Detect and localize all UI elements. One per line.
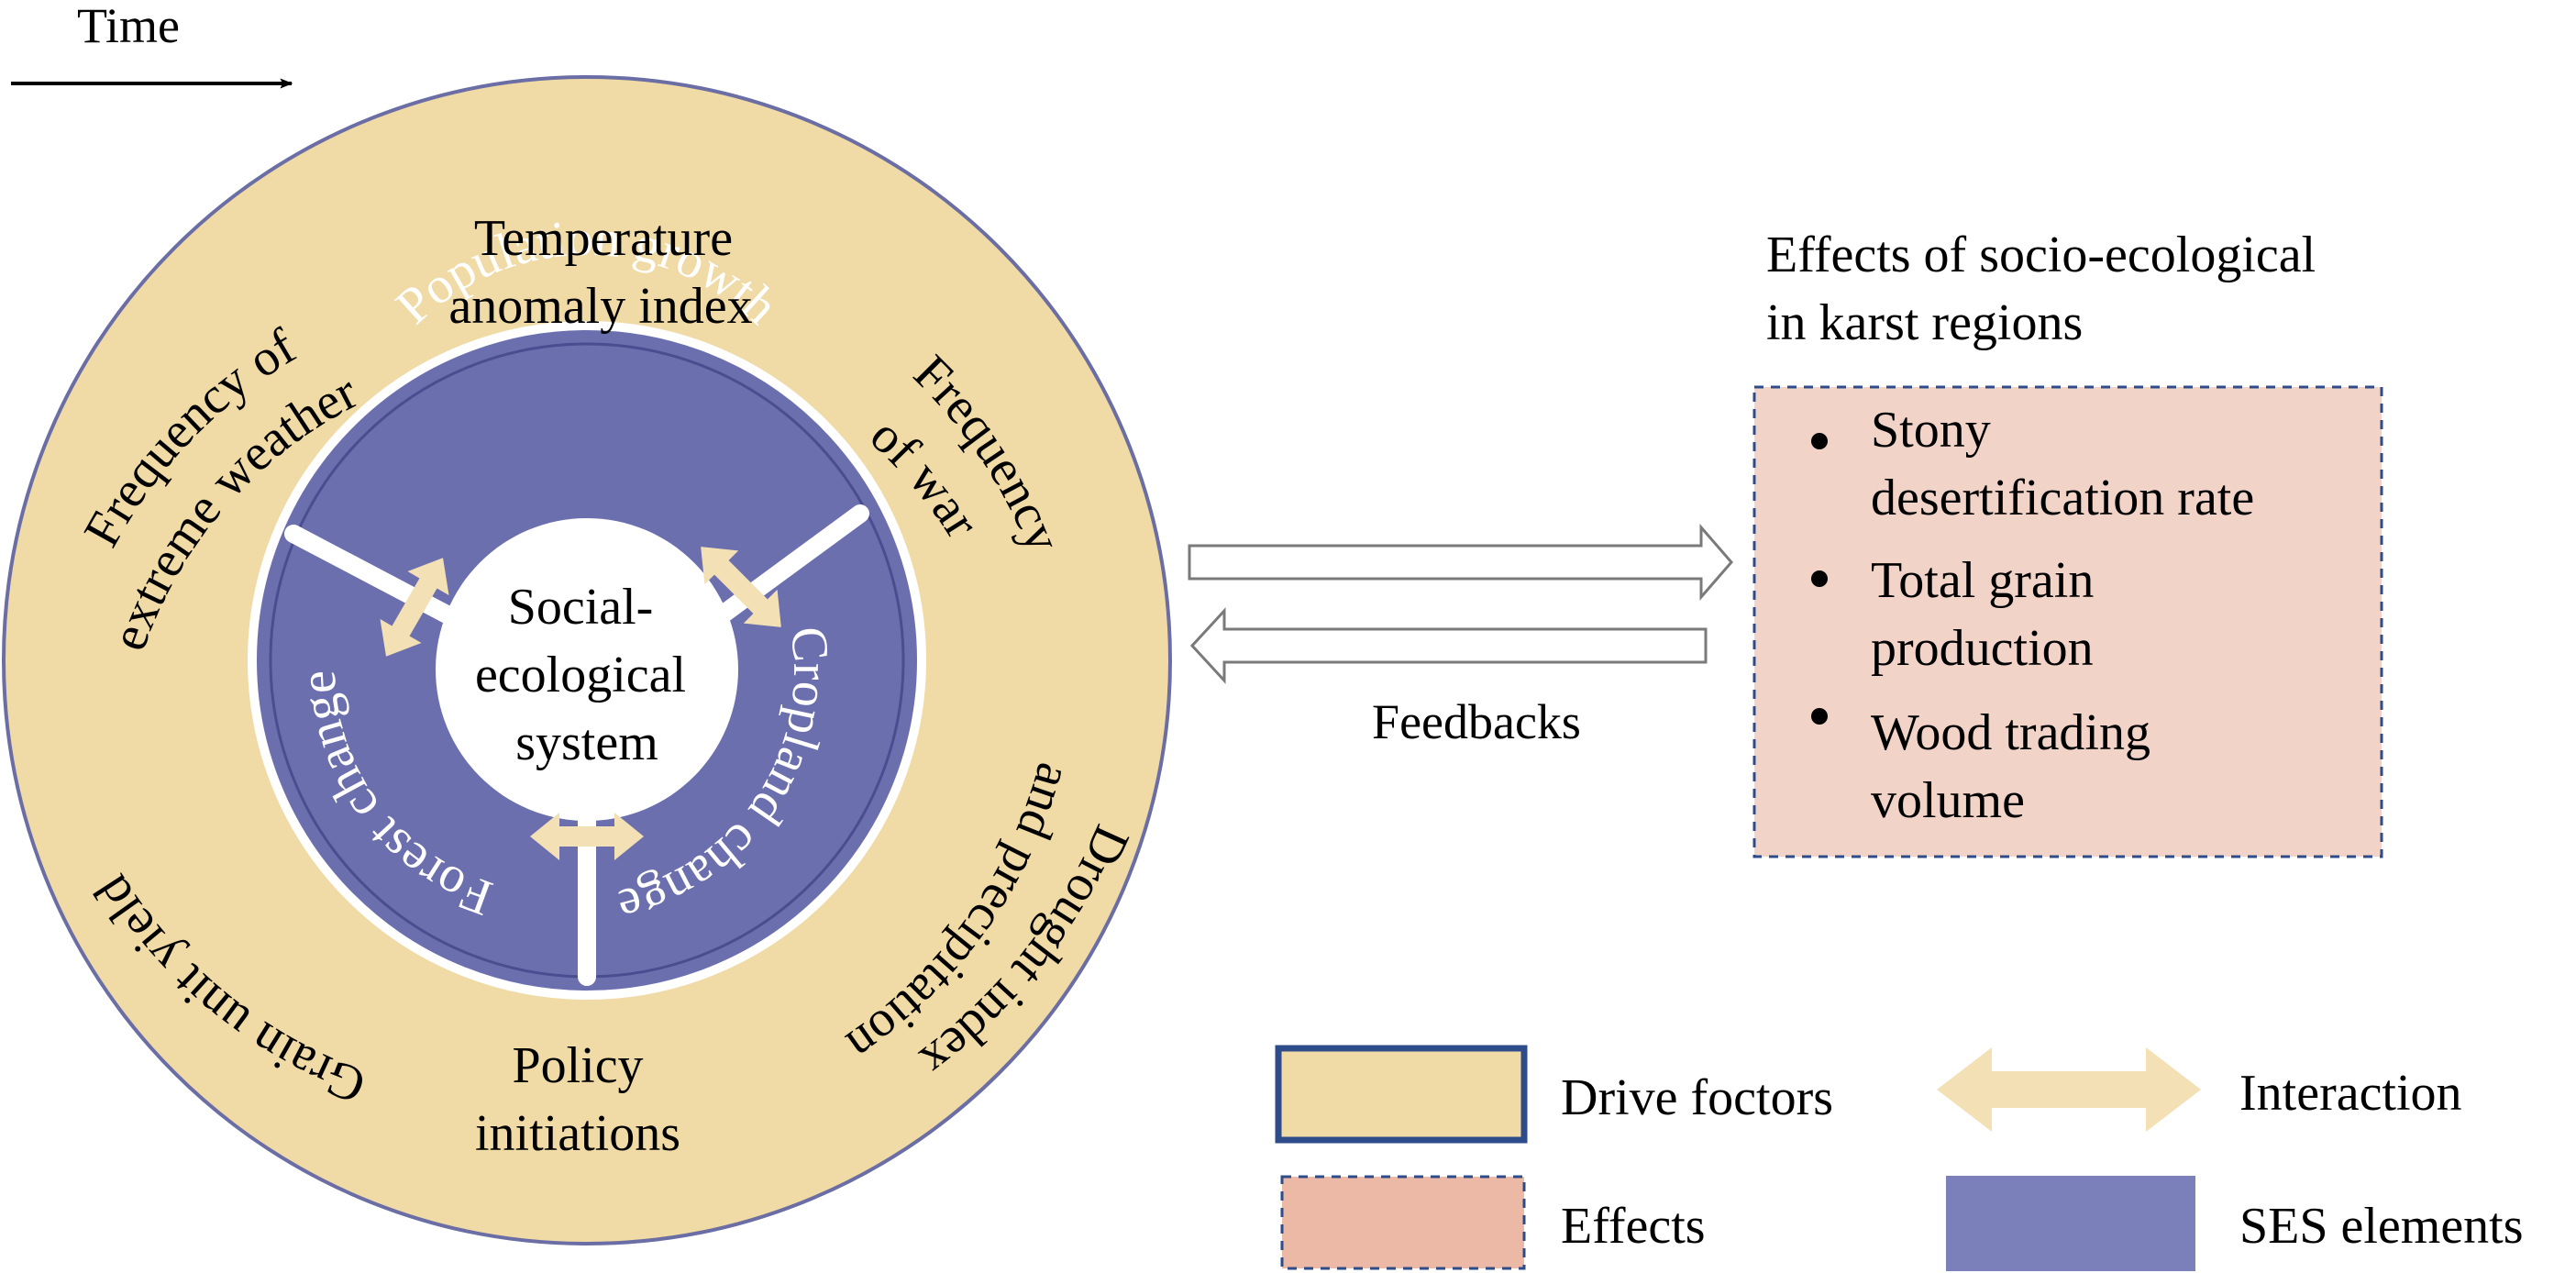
feedbacks-label: Feedbacks [1372, 694, 1581, 749]
legend-ses-label: SES elements [2239, 1198, 2524, 1255]
effects-bullet-3 [1811, 708, 1828, 725]
legend-interaction-label: Interaction [2239, 1065, 2462, 1122]
effects-bullet-2 [1811, 570, 1828, 587]
legend-drive-label: Drive foctors [1561, 1069, 1833, 1126]
effects-title: Effects of socio-ecological in karst reg… [1766, 227, 2328, 351]
center-circle [436, 518, 738, 821]
legend-interaction-swatch [1937, 1047, 2201, 1132]
legend-drive-swatch [1275, 1045, 1528, 1144]
divider-left [284, 525, 477, 635]
drive-temperature-label: Temperature anomaly index [448, 210, 752, 335]
legend-ses-swatch [1946, 1176, 2195, 1271]
effects-box [1752, 385, 2383, 858]
effects-bullet-1 [1811, 433, 1828, 449]
interaction-arrow-left [380, 558, 449, 657]
effects-item-2: Total grain production [1871, 552, 2106, 677]
interaction-arrow-bottom [530, 813, 644, 860]
feedback-arrow-left [1189, 607, 1708, 684]
time-label: Time [77, 0, 180, 53]
effects-item-3: Wood trading volume [1871, 704, 2163, 829]
center-label: Social- ecological system [475, 579, 699, 771]
legend-effects-swatch [1280, 1175, 1526, 1270]
effect-arrow-right [1188, 523, 1733, 602]
legend-effects-label: Effects [1561, 1198, 1706, 1255]
interaction-arrow-right [701, 547, 781, 627]
effects-item-1: Stony desertification rate [1871, 402, 2254, 526]
drive-policy-label: Policy initiations [475, 1037, 680, 1162]
